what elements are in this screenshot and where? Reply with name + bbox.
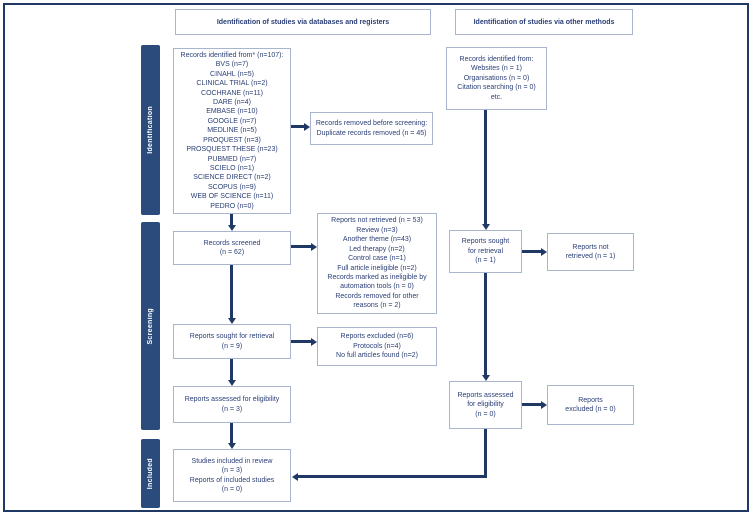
arrow-identified-other-to-sought-other (481, 110, 490, 230)
box-reports-excluded-databases: Reports excluded (n=6) Protocols (n=4) N… (317, 327, 437, 366)
arrow-sought-other-to-notretrieved-other (522, 247, 547, 256)
box-reports-not-retrieved-databases: Reports not retrieved (n = 53) Review (n… (317, 213, 437, 314)
stage-label-included: Included (147, 457, 154, 490)
header-other-methods: Identification of studies via other meth… (455, 9, 633, 35)
arrow-screened-to-notretrieved (291, 242, 317, 251)
arrow-assessed-other-to-included-vertical (484, 429, 487, 478)
stage-bar-included: Included (141, 439, 160, 508)
box-reports-assessed-databases: Reports assessed for eligibility (n = 3) (173, 386, 291, 423)
arrow-sought-to-excluded (291, 337, 317, 346)
arrow-assessed-other-to-included-horizontal (292, 472, 487, 481)
diagram-border (3, 3, 749, 512)
box-reports-sought-other: Reports sought for retrieval (n = 1) (449, 230, 522, 273)
arrow-assessed-other-to-excluded-other (522, 400, 547, 409)
box-records-screened: Records screened (n = 62) (173, 231, 291, 265)
arrow-screened-to-sought (227, 265, 236, 324)
arrow-sought-to-assessed (227, 359, 236, 386)
box-records-identified-databases: Records identified from* (n=107): BVS (n… (173, 48, 291, 214)
stage-label-identification: Identification (147, 106, 154, 154)
box-reports-excluded-other: Reports excluded (n = 0) (547, 385, 634, 425)
box-reports-assessed-other: Reports assessed for eligibility (n = 0) (449, 381, 522, 429)
box-reports-not-retrieved-other: Reports not retrieved (n = 1) (547, 233, 634, 271)
arrow-identified-to-removed (291, 122, 310, 131)
box-records-identified-other: Records identified from: Websites (n = 1… (446, 47, 547, 110)
arrow-identified-to-screened (227, 214, 236, 231)
arrow-sought-other-to-assessed-other (481, 273, 490, 381)
box-records-removed-before-screening: Records removed before screening: Duplic… (310, 112, 433, 145)
stage-label-screening: Screening (147, 307, 154, 345)
header-databases-registers: Identification of studies via databases … (175, 9, 431, 35)
box-studies-included: Studies included in review (n = 3) Repor… (173, 449, 291, 502)
stage-bar-identification: Identification (141, 45, 160, 215)
arrow-assessed-to-included (227, 423, 236, 449)
box-reports-sought-databases: Reports sought for retrieval (n = 9) (173, 324, 291, 359)
stage-bar-screening: Screening (141, 222, 160, 430)
